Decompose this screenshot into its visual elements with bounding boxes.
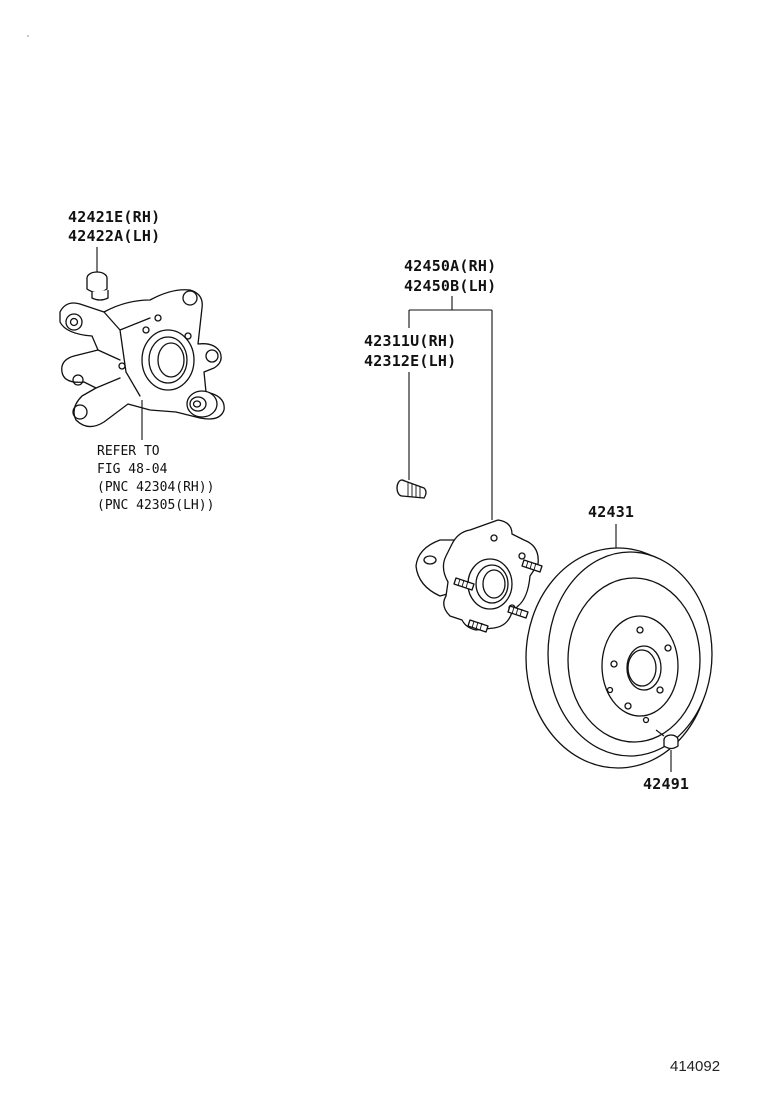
brake-disc-drawing [525, 524, 713, 769]
hub-leader-lines [408, 296, 493, 520]
refer-note-line1: REFER TO [97, 444, 160, 459]
knuckle-bolt-lh-label[interactable]: 42422A(LH) [68, 227, 161, 245]
refer-note-line4: (PNC 42305(LH)) [97, 498, 215, 513]
hub-assembly-lh-label[interactable]: 42450B(LH) [404, 277, 497, 295]
refer-note-line3: (PNC 42304(RH)) [97, 480, 215, 495]
hub-bolt-rh-label[interactable]: 42311U(RH) [364, 332, 457, 350]
knuckle-bolt-drawing [86, 247, 109, 301]
refer-note-line2: FIG 48-04 [97, 462, 168, 477]
hub-bolt-drawing [396, 479, 427, 499]
disc-label[interactable]: 42431 [588, 503, 635, 521]
hub-assembly-rh-label[interactable]: 42450A(RH) [404, 257, 497, 275]
disc-plug-label[interactable]: 42491 [643, 775, 690, 793]
hub-bolt-lh-label[interactable]: 42312E(LH) [364, 352, 457, 370]
scan-dot [27, 35, 29, 37]
disc-plug-drawing [655, 729, 679, 772]
hub-assembly-drawing [415, 519, 543, 633]
figure-number: 414092 [670, 1058, 721, 1075]
knuckle-drawing [59, 289, 225, 440]
knuckle-bolt-rh-label[interactable]: 42421E(RH) [68, 208, 161, 226]
